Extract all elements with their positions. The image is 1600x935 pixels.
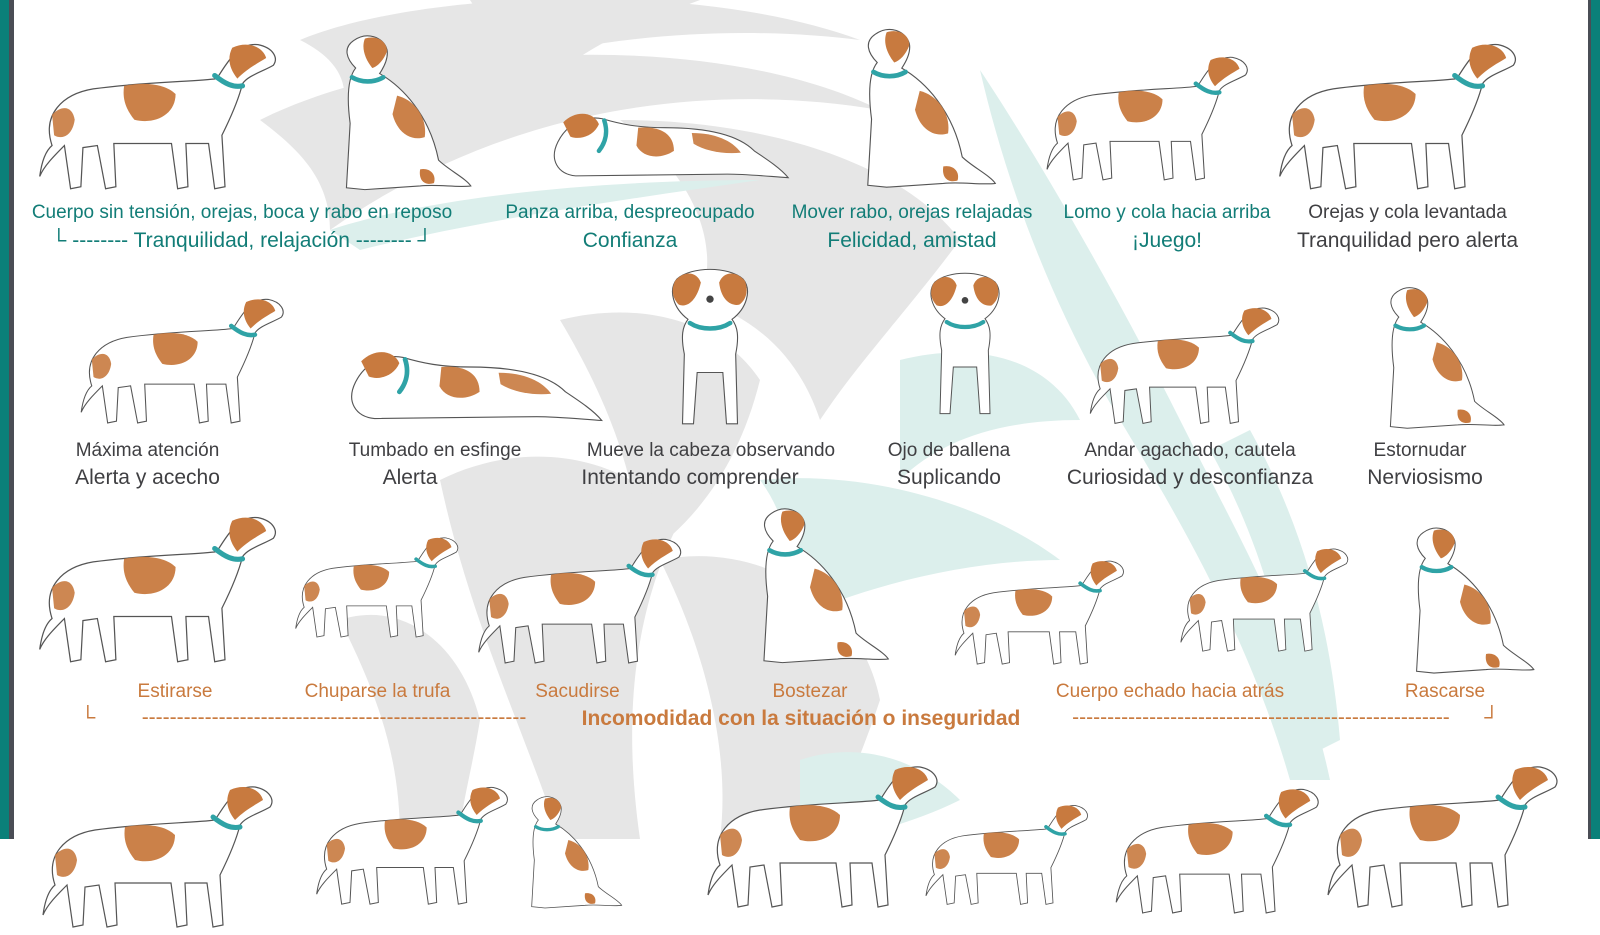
caption-meaning: Intentando comprender: [581, 466, 799, 489]
caption-desc: Chuparse la trufa: [304, 681, 451, 702]
dog-illustration: [1320, 275, 1545, 435]
caption-meaning: Tranquilidad pero alerta: [1296, 229, 1519, 252]
dog-illustration: [290, 495, 460, 670]
caption-desc: Mueve la cabeza observando: [586, 440, 836, 461]
caption-desc: Panza arriba, despreocupado: [505, 202, 755, 223]
dog-illustration: [1105, 770, 1325, 920]
dog-illustration: [30, 22, 280, 197]
group-dashes-left: ----------------------------------------…: [141, 707, 527, 728]
caption-desc: Lomo y cola hacia arriba: [1063, 202, 1271, 223]
caption-meaning: Nerviosismo: [1367, 466, 1483, 489]
caption-meaning: Alerta: [382, 466, 438, 489]
dog-illustration: [700, 745, 940, 915]
caption-desc: Cuerpo echado hacia atrás: [1055, 681, 1285, 702]
dog-illustration: [905, 790, 1105, 910]
caption-desc: Orejas y cola levantada: [1308, 202, 1507, 223]
caption-meaning: Suplicando: [897, 466, 1001, 489]
caption-meaning: └ -------- Tranquilidad, relajación ----…: [51, 229, 433, 252]
frame-left-dark: [9, 0, 14, 839]
frame-right-dark: [1588, 0, 1591, 839]
group-label: Incomodidad con la situación o insegurid…: [581, 707, 1021, 730]
dog-illustration: [830, 15, 1000, 195]
caption-desc: Cuerpo sin tensión, orejas, boca y rabo …: [31, 202, 453, 223]
caption-desc: Tumbado en esfinge: [348, 440, 522, 461]
dog-illustration: [20, 495, 290, 670]
dog-illustration: [295, 22, 490, 197]
dog-illustration: [700, 495, 920, 670]
dog-illustration: [505, 765, 625, 935]
dog-illustration: [1260, 22, 1530, 197]
dog-illustration: [915, 252, 1015, 432]
dog-illustration: [310, 755, 510, 925]
caption-desc: Sacudirse: [535, 681, 620, 702]
group-bracket-right: ┘: [1484, 706, 1500, 729]
dog-illustration: [320, 325, 620, 430]
dog-illustration: [1175, 520, 1350, 670]
caption-desc: Rascarse: [1404, 681, 1486, 702]
caption-meaning: Felicidad, amistad: [827, 229, 997, 252]
dog-illustration: [900, 545, 1175, 670]
caption-meaning: Curiosidad y desconfianza: [1066, 466, 1314, 489]
caption-meaning: ¡Juego!: [1131, 229, 1203, 252]
caption-desc: Mover rabo, orejas relajadas: [791, 202, 1033, 223]
frame-right-teal: [1591, 0, 1600, 839]
caption-meaning: Alerta y acecho: [75, 466, 220, 489]
dog-illustration: [460, 520, 695, 670]
dog-illustration: [1360, 515, 1560, 680]
caption-desc: Estornudar: [1373, 440, 1467, 461]
dog-illustration: [655, 255, 765, 435]
frame-left-teal: [0, 0, 9, 839]
caption-desc: Andar agachado, cautela: [1084, 440, 1296, 461]
dog-illustration: [1060, 290, 1305, 430]
caption-desc: Bostezar: [772, 681, 848, 702]
group-dashes-right: ----------------------------------------…: [1072, 707, 1450, 728]
dog-illustration: [1320, 745, 1560, 915]
dog-illustration: [25, 280, 335, 430]
group-bracket-left: └: [80, 706, 96, 729]
caption-desc: Estirarse: [137, 681, 213, 702]
dog-illustration: [1040, 30, 1250, 195]
caption-desc: Ojo de ballena: [887, 440, 1011, 461]
caption-desc: Máxima atención: [75, 440, 220, 461]
caption-meaning: Confianza: [582, 229, 678, 252]
dog-illustration: [25, 765, 285, 935]
dog-illustration: [540, 85, 790, 190]
